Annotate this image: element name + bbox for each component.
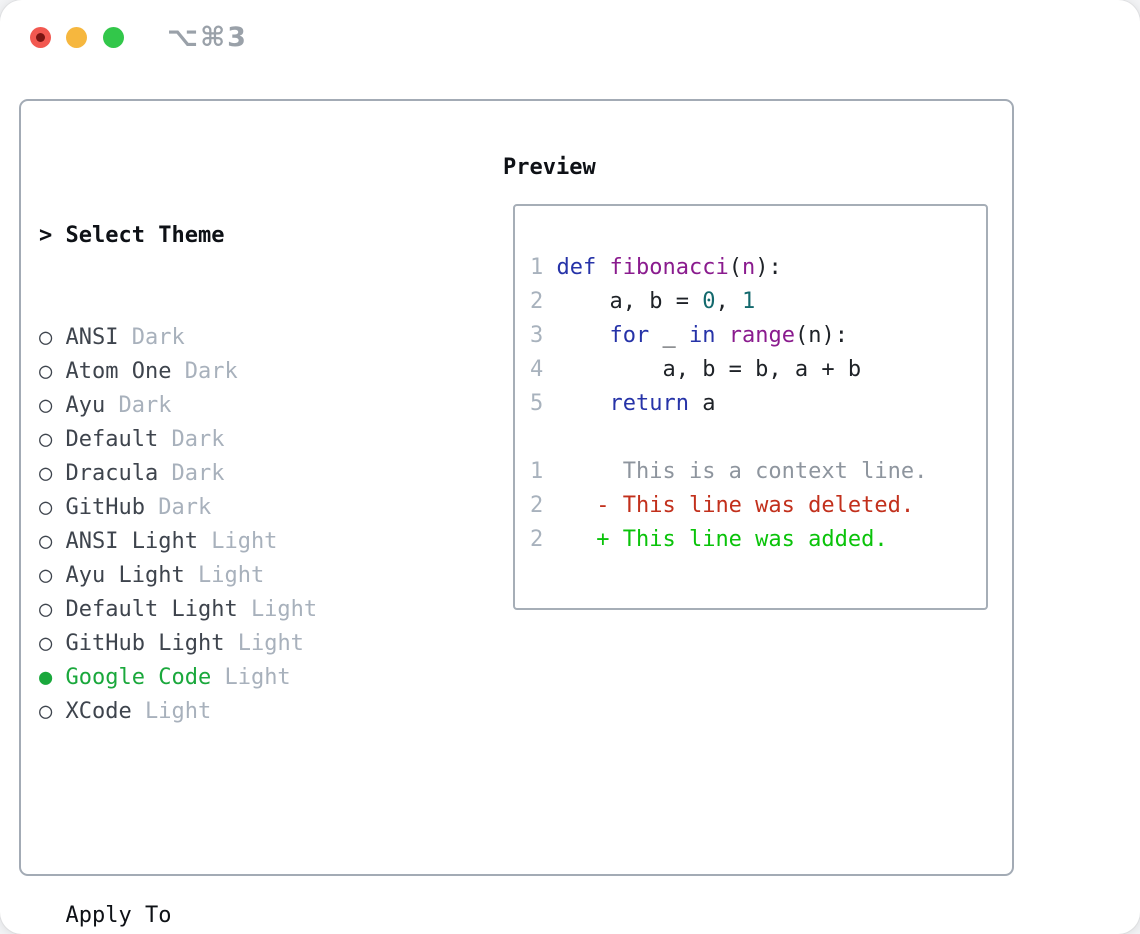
theme-variant: Light <box>144 699 212 724</box>
theme-variant: Dark <box>118 393 172 418</box>
radio-icon: ○ <box>39 495 53 520</box>
theme-name: ANSI Light <box>65 529 198 554</box>
theme-option-8[interactable]: ○ Default Light Light <box>39 593 410 627</box>
theme-variant: Light <box>237 631 304 656</box>
prompt-icon: > <box>39 223 53 248</box>
theme-variant: Light <box>250 597 318 622</box>
preview-title: Preview <box>503 155 596 180</box>
preview-box: 1 def fibonacci(n): 2 a, b = 0, 1 3 for _ … <box>513 204 988 610</box>
radio-icon: ○ <box>39 461 53 486</box>
theme-variant: Light <box>197 563 265 588</box>
keyboard-shortcut-label: ⌥⌘3 <box>167 22 248 53</box>
theme-name: GitHub <box>65 495 145 520</box>
theme-name: Default Light <box>65 597 238 622</box>
code-preview: 1 def fibonacci(n): 2 a, b = 0, 1 3 for _ … <box>515 206 986 557</box>
theme-option-0[interactable]: ○ ANSI Dark <box>39 321 410 355</box>
theme-variant: Dark <box>171 461 225 486</box>
theme-option-1[interactable]: ○ Atom One Dark <box>39 355 410 389</box>
theme-name: ANSI <box>65 325 119 350</box>
code-line: 3 for _ in range(n): <box>530 323 848 348</box>
code-line: 2 + This line was added. <box>530 527 888 552</box>
radio-icon: ○ <box>39 325 53 350</box>
theme-option-9[interactable]: ○ GitHub Light Light <box>39 627 410 661</box>
code-line: 4 a, b = b, a + b <box>530 357 862 382</box>
minimize-button[interactable] <box>66 27 87 48</box>
theme-name: Ayu Light <box>65 563 185 588</box>
theme-name: GitHub Light <box>65 631 225 656</box>
theme-variant: Dark <box>171 427 225 452</box>
theme-option-7[interactable]: ○ Ayu Light Light <box>39 559 410 593</box>
code-line: 2 a, b = 0, 1 <box>530 289 756 314</box>
code-line: 2 - This line was deleted. <box>530 493 915 518</box>
theme-name: Dracula <box>65 461 159 486</box>
close-button[interactable] <box>30 27 51 48</box>
code-line <box>530 421 976 455</box>
theme-option-11[interactable]: ○ XCode Light <box>39 695 410 729</box>
theme-picker-panel: > Select Theme ○ ANSI Dark○ Atom One Dar… <box>19 99 1014 928</box>
theme-name: Atom One <box>65 359 172 384</box>
spacer <box>39 797 410 831</box>
titlebar: ⌥⌘3 <box>0 0 1140 75</box>
radio-icon: ● <box>39 665 53 690</box>
apply-to-header: Apply To <box>65 903 172 928</box>
theme-option-3[interactable]: ○ Default Dark <box>39 423 410 457</box>
preview-column: Preview 1 def fibonacci(n): 2 a, b = 0, 1… <box>503 151 988 610</box>
theme-name: Default <box>65 427 159 452</box>
radio-icon: ○ <box>39 359 53 384</box>
code-line: 1 def fibonacci(n): <box>530 255 782 280</box>
radio-icon: ○ <box>39 529 53 554</box>
theme-variant: Dark <box>131 325 185 350</box>
zoom-button[interactable] <box>103 27 124 48</box>
theme-option-10[interactable]: ● Google Code Light <box>39 661 410 695</box>
code-line: 1 This is a context line. <box>530 459 928 484</box>
theme-option-5[interactable]: ○ GitHub Dark <box>39 491 410 525</box>
select-theme-title: Select Theme <box>65 223 225 248</box>
theme-option-4[interactable]: ○ Dracula Dark <box>39 457 410 491</box>
radio-icon: ○ <box>39 699 53 724</box>
radio-icon: ○ <box>39 393 53 418</box>
theme-name: XCode <box>65 699 132 724</box>
code-line: 5 return a <box>530 391 716 416</box>
theme-option-6[interactable]: ○ ANSI Light Light <box>39 525 410 559</box>
radio-icon: ○ <box>39 427 53 452</box>
select-theme-header: > Select Theme <box>39 219 410 253</box>
theme-name: Ayu <box>65 393 106 418</box>
radio-icon: ○ <box>39 631 53 656</box>
theme-variant: Light <box>224 665 291 690</box>
radio-icon: ○ <box>39 563 53 588</box>
theme-option-2[interactable]: ○ Ayu Dark <box>39 389 410 423</box>
theme-variant: Dark <box>184 359 238 384</box>
theme-variant: Light <box>211 529 278 554</box>
theme-variant: Dark <box>158 495 212 520</box>
theme-name: Google Code <box>65 665 212 690</box>
radio-icon: ○ <box>39 597 53 622</box>
theme-list: > Select Theme ○ ANSI Dark○ Atom One Dar… <box>39 151 410 934</box>
